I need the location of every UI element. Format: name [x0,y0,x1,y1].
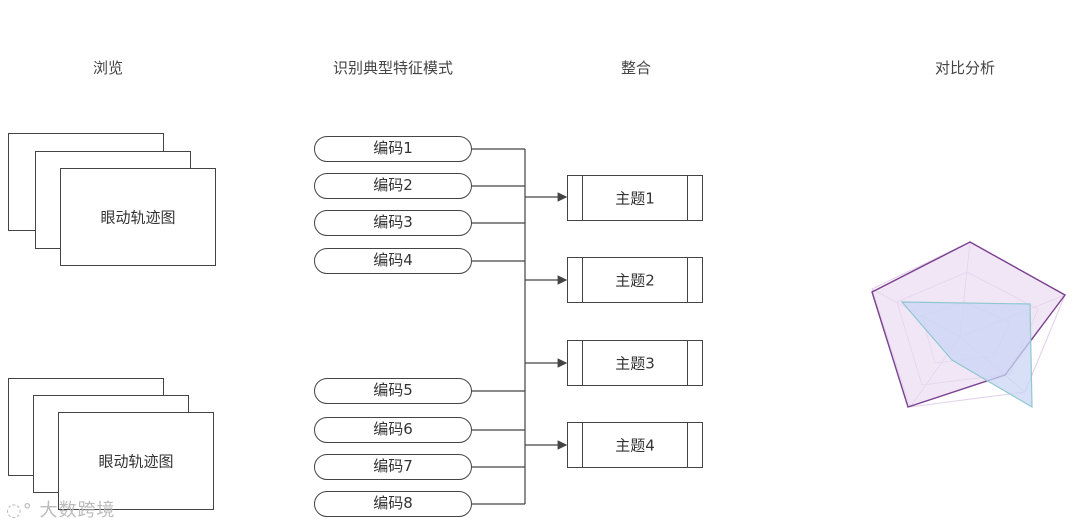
heading-integrate: 整合 [620,59,652,77]
theme-box-2: 主题2 [567,257,703,303]
code-pill-6: 编码6 [314,417,472,443]
theme-box-4: 主题4 [567,422,703,468]
radar-comparison-chart [871,241,1067,409]
heading-browse: 浏览 [92,59,124,77]
theme-label: 主题3 [615,354,655,373]
code-pill-5: 编码5 [314,378,472,404]
stack-card-front: 眼动轨迹图 [60,168,216,266]
code-pill-8: 编码8 [314,491,472,517]
watermark-text: 大数跨境 [39,500,116,521]
code-pill-2: 编码2 [314,173,472,199]
theme-label: 主题1 [615,189,655,208]
theme-label: 主题2 [615,271,655,290]
code-pill-7: 编码7 [314,454,472,480]
watermark-logo-icon: ◌° [6,500,33,521]
code-pill-4: 编码4 [314,248,472,274]
watermark: ◌° 大数跨境 [6,496,115,522]
theme-box-3: 主题3 [567,340,703,386]
heading-compare-analysis: 对比分析 [934,59,996,77]
stack-card-front: 眼动轨迹图 [58,412,214,510]
stack-card-label: 眼动轨迹图 [98,452,174,471]
radar-series-teal [900,301,1033,409]
stack-card-label: 眼动轨迹图 [100,208,176,227]
theme-box-1: 主题1 [567,175,703,221]
code-pill-1: 编码1 [314,136,472,162]
code-pill-3: 编码3 [314,210,472,236]
theme-label: 主题4 [615,436,655,455]
heading-identify-patterns: 识别典型特征模式 [332,59,454,77]
